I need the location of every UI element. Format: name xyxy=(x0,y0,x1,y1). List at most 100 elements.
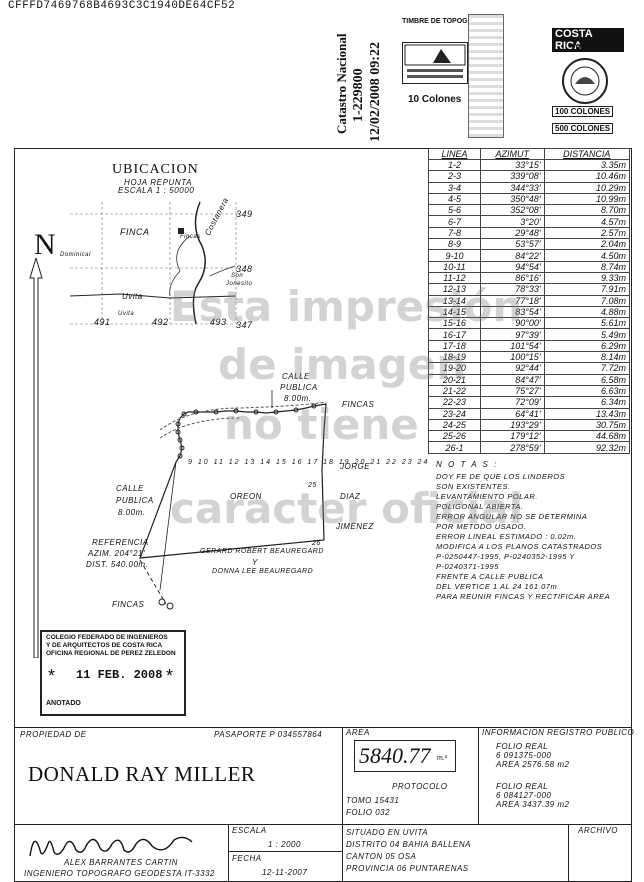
cell-distancia: 4.57m xyxy=(543,215,631,228)
costa-rica-timbre: COSTA RICA TIMBRE 100 COLONES 500 COLONE… xyxy=(548,26,624,138)
fincas-bottom: FINCAS xyxy=(112,600,145,609)
timbre-value-500: 500 COLONES xyxy=(552,123,614,134)
cell-linea: 8-9 xyxy=(428,238,481,251)
calle-top-1: CALLE xyxy=(282,372,310,381)
colegio-lines: COLEGIO FEDERADO DE INGENIEROS Y DE ARQU… xyxy=(42,632,184,658)
timbre-value-100: 100 COLONES xyxy=(552,106,614,117)
nota-line: PARA REUNIR FINCAS Y RECTIFICAR AREA xyxy=(436,592,611,601)
cell-distancia: 2.04m xyxy=(543,238,631,251)
cell-azimut: 33°15' xyxy=(479,158,545,172)
situado-line-1: SITUADO EN UVITA xyxy=(346,828,429,837)
neighbor-jimenez: JIMENEZ xyxy=(336,522,374,531)
calle-top-3: 8.00m. xyxy=(284,394,312,403)
ubicacion-title: UBICACION xyxy=(112,162,199,177)
nota-line: POLIGONAL ABIERTA. xyxy=(436,502,524,511)
calle-left-2: PUBLICA xyxy=(116,496,154,505)
cell-azimut: 3°20' xyxy=(479,215,545,228)
cell-azimut: 101°54' xyxy=(479,339,545,353)
divider-area xyxy=(342,727,343,881)
colegio-stamp: COLEGIO FEDERADO DE INGENIEROS Y DE ARQU… xyxy=(40,630,186,716)
cell-distancia: 8.74m xyxy=(543,260,631,273)
escala-label: ESCALA xyxy=(232,826,267,835)
neighbor-oreon: OREON xyxy=(230,492,262,501)
timbre-label: TIMBRE xyxy=(570,43,605,53)
vertex-numbers-top: 9 10 11 12 13 14 15 16 17 18 19 20 21 22… xyxy=(188,459,430,466)
divider-registro xyxy=(478,727,479,825)
cell-distancia: 44.68m xyxy=(543,430,631,443)
cell-distancia: 6.34m xyxy=(543,396,631,409)
cell-azimut: 72°09' xyxy=(479,396,545,409)
cell-azimut: 92°44' xyxy=(479,362,545,375)
cell-distancia: 4.50m xyxy=(543,249,631,262)
cell-distancia: 6.29m xyxy=(543,339,631,353)
registro-2-line2: 6 084127-000 xyxy=(496,791,552,800)
cell-azimut: 75°27' xyxy=(479,384,545,398)
cell-distancia: 6.63m xyxy=(543,384,631,398)
colegio-date: 11 FEB. 2008 xyxy=(76,668,163,682)
cell-distancia: 10.99m xyxy=(543,192,631,206)
propiedad-label: PROPIEDAD DE xyxy=(20,730,87,739)
fecha-value: 12-11-2007 xyxy=(262,868,308,877)
engineer-name: ALEX BARRANTES CARTIN xyxy=(64,858,178,867)
star-right-icon: * xyxy=(166,666,174,686)
col-azimut: AZIMUT xyxy=(479,148,545,160)
cell-azimut: 193°29' xyxy=(479,418,545,432)
watermark-line-4: caracter oficial xyxy=(170,484,524,533)
timbre-topo-emblem xyxy=(402,42,468,84)
map-grid-y-349: 349 xyxy=(236,209,253,219)
col-linea: LINEA xyxy=(428,148,481,160)
timbre-strip xyxy=(468,14,504,138)
referencia-2: AZIM. 204°21' xyxy=(88,549,146,558)
coat-of-arms-icon xyxy=(562,58,608,104)
colegio-line-3: OFICINA REGIONAL DE PEREZ ZELEDON xyxy=(46,650,176,657)
divider-bottom-top xyxy=(14,727,632,728)
cell-distancia: 7.08m xyxy=(543,294,631,307)
protocolo-tomo: TOMO 15431 xyxy=(346,796,400,805)
colegio-line-2: Y DE ARQUITECTOS DE COSTA RICA xyxy=(46,642,163,649)
registro-1-line1: FOLIO REAL xyxy=(496,742,549,751)
cell-linea: 1-2 xyxy=(428,158,481,172)
timbre-topografia-stamp: TIMBRE DE TOPOGRAFIA 10 Colones xyxy=(392,4,504,140)
catastro-title: Catastro Nacional xyxy=(334,33,349,134)
divider-fecha xyxy=(228,851,342,852)
cell-distancia: 92.32m xyxy=(543,441,631,454)
cell-distancia: 10.46m xyxy=(543,170,631,183)
neighbor-gerard: GERARD ROBERT BEAUREGARD xyxy=(200,548,324,555)
divider-signature xyxy=(14,824,632,825)
nota-line: P-0240371-1995 xyxy=(436,562,499,571)
topografia-logo-icon xyxy=(404,44,466,78)
north-arrow-icon xyxy=(29,258,43,658)
divider-escala xyxy=(228,824,229,881)
catastro-datetime: 12/02/2008 09:22 xyxy=(368,42,383,142)
ubicacion-hoja: HOJA REPUNTA xyxy=(124,178,193,187)
cell-linea: 25-26 xyxy=(428,430,481,443)
fincas-top: FINCAS xyxy=(342,400,375,409)
fecha-label: FECHA xyxy=(232,854,262,863)
cell-azimut: 84°22' xyxy=(479,249,545,262)
registro-1-line2: 6 091375-000 xyxy=(496,751,552,760)
cell-distancia: 30.75m xyxy=(543,418,631,432)
location-map xyxy=(69,201,240,325)
cell-linea: 24-25 xyxy=(428,418,481,432)
map-label-uvita: Uvita xyxy=(122,292,143,301)
watermark-line-1: Esta impresión xyxy=(170,282,523,331)
cell-distancia: 8.14m xyxy=(543,351,631,364)
signature-image xyxy=(29,836,193,857)
cell-linea: 23-24 xyxy=(428,407,481,420)
protocolo-label: PROTOCOLO xyxy=(392,782,448,791)
cell-distancia: 3.35m xyxy=(543,158,631,172)
cell-azimut: 339°08' xyxy=(479,170,545,183)
cell-distancia: 10.29m xyxy=(543,181,631,194)
cell-azimut: 94°54' xyxy=(479,260,545,273)
nota-line: DEL VERTICE 1 AL 24 161.07m xyxy=(436,582,558,591)
vertex-25: 25 xyxy=(308,482,317,489)
cell-azimut: 278°59' xyxy=(479,441,545,454)
referencia-3: DIST. 540.00m. xyxy=(86,560,149,569)
